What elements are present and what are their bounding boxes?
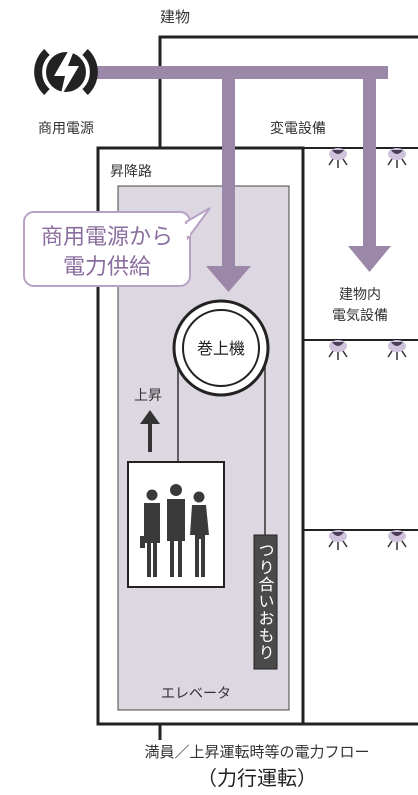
- building-equipment-line-1: 建物内: [339, 287, 381, 303]
- ascending-label: 上昇: [134, 388, 162, 404]
- up-arrow-icon: [140, 410, 160, 452]
- commercial-power-label: 商用電源: [38, 121, 94, 137]
- building-label: 建物: [160, 8, 190, 26]
- counterweight: [253, 534, 278, 670]
- hoist-machine: [172, 299, 270, 397]
- lightning-bolt-icon: [34, 42, 98, 102]
- mode-label: （力行運転）: [197, 766, 317, 790]
- callout-line-1: 商用電源から: [41, 225, 173, 250]
- counterweight-label: つり合いおもり: [256, 542, 275, 661]
- building-equipment-line-2: 電気設備: [332, 308, 388, 324]
- passengers-icon: [140, 484, 209, 577]
- ceiling-light-icon: [328, 148, 407, 550]
- substation-label: 変電設備: [270, 120, 326, 137]
- elevator-label: エレベータ: [161, 686, 231, 702]
- callout-box: [23, 207, 211, 287]
- hoist-label: 巻上機: [197, 339, 245, 358]
- shaft-label: 昇降路: [110, 164, 152, 180]
- callout-line-2: 電力供給: [63, 255, 151, 280]
- caption: 満員／上昇運転時等の電力フロー: [144, 743, 369, 761]
- power-flow-arrows: [90, 66, 391, 292]
